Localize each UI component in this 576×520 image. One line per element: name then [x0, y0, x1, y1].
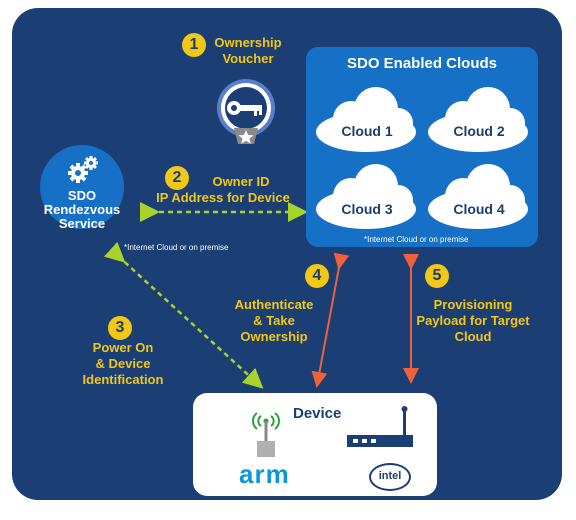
- step-3-label: Power On & Device Identification: [82, 340, 164, 387]
- clouds-title: SDO Enabled Clouds: [346, 55, 497, 72]
- rendezvous-service: SDO Rendezvous Service: [40, 145, 124, 231]
- cloud-3-label: Cloud 3: [341, 201, 393, 217]
- voucher-key-icon: [217, 79, 275, 144]
- gears-icon: [68, 156, 98, 183]
- router-icon: [347, 406, 413, 447]
- cloud-4-shape: [428, 164, 528, 229]
- step-5-label: Provisioning Payload for Target Cloud: [416, 297, 530, 344]
- cloud-3-shape: [316, 164, 416, 229]
- step-4-label: Authenticate & Take Ownership: [234, 297, 314, 344]
- iot-antenna-icon: [252, 412, 280, 457]
- arrow-authenticate: [311, 252, 350, 388]
- arrow-power-on: [103, 241, 264, 389]
- step-3-badge: 3: [108, 316, 132, 340]
- step-1-label: Ownership Voucher: [214, 35, 282, 66]
- rendezvous-note: *Internet Cloud or on premise: [124, 243, 229, 252]
- device-box: Device arm intel: [193, 393, 437, 496]
- step-4-badge: 4: [305, 264, 329, 288]
- rendezvous-label: SDO Rendezvous Service: [43, 188, 121, 231]
- step-5-badge: 5: [425, 264, 449, 288]
- cloud-4-label: Cloud 4: [453, 201, 505, 217]
- cloud-2-shape: [428, 87, 528, 152]
- cloud-shapes: [316, 87, 528, 229]
- sdo-enabled-clouds-box: SDO Enabled Clouds Cloud 1 Cloud 2 Cloud…: [306, 47, 538, 247]
- cloud-1-label: Cloud 1: [341, 123, 393, 139]
- step-1-badge: 1: [182, 33, 206, 57]
- arm-logo: arm: [239, 459, 290, 489]
- step-2-badge: 2: [165, 166, 189, 190]
- clouds-note: *Internet Cloud or on premise: [364, 235, 469, 244]
- cloud-1-shape: [316, 87, 416, 152]
- step-2-label: Owner ID IP Address for Device: [156, 174, 290, 205]
- device-title: Device: [293, 405, 342, 422]
- cloud-2-label: Cloud 2: [453, 123, 505, 139]
- intel-logo: intel: [369, 463, 411, 491]
